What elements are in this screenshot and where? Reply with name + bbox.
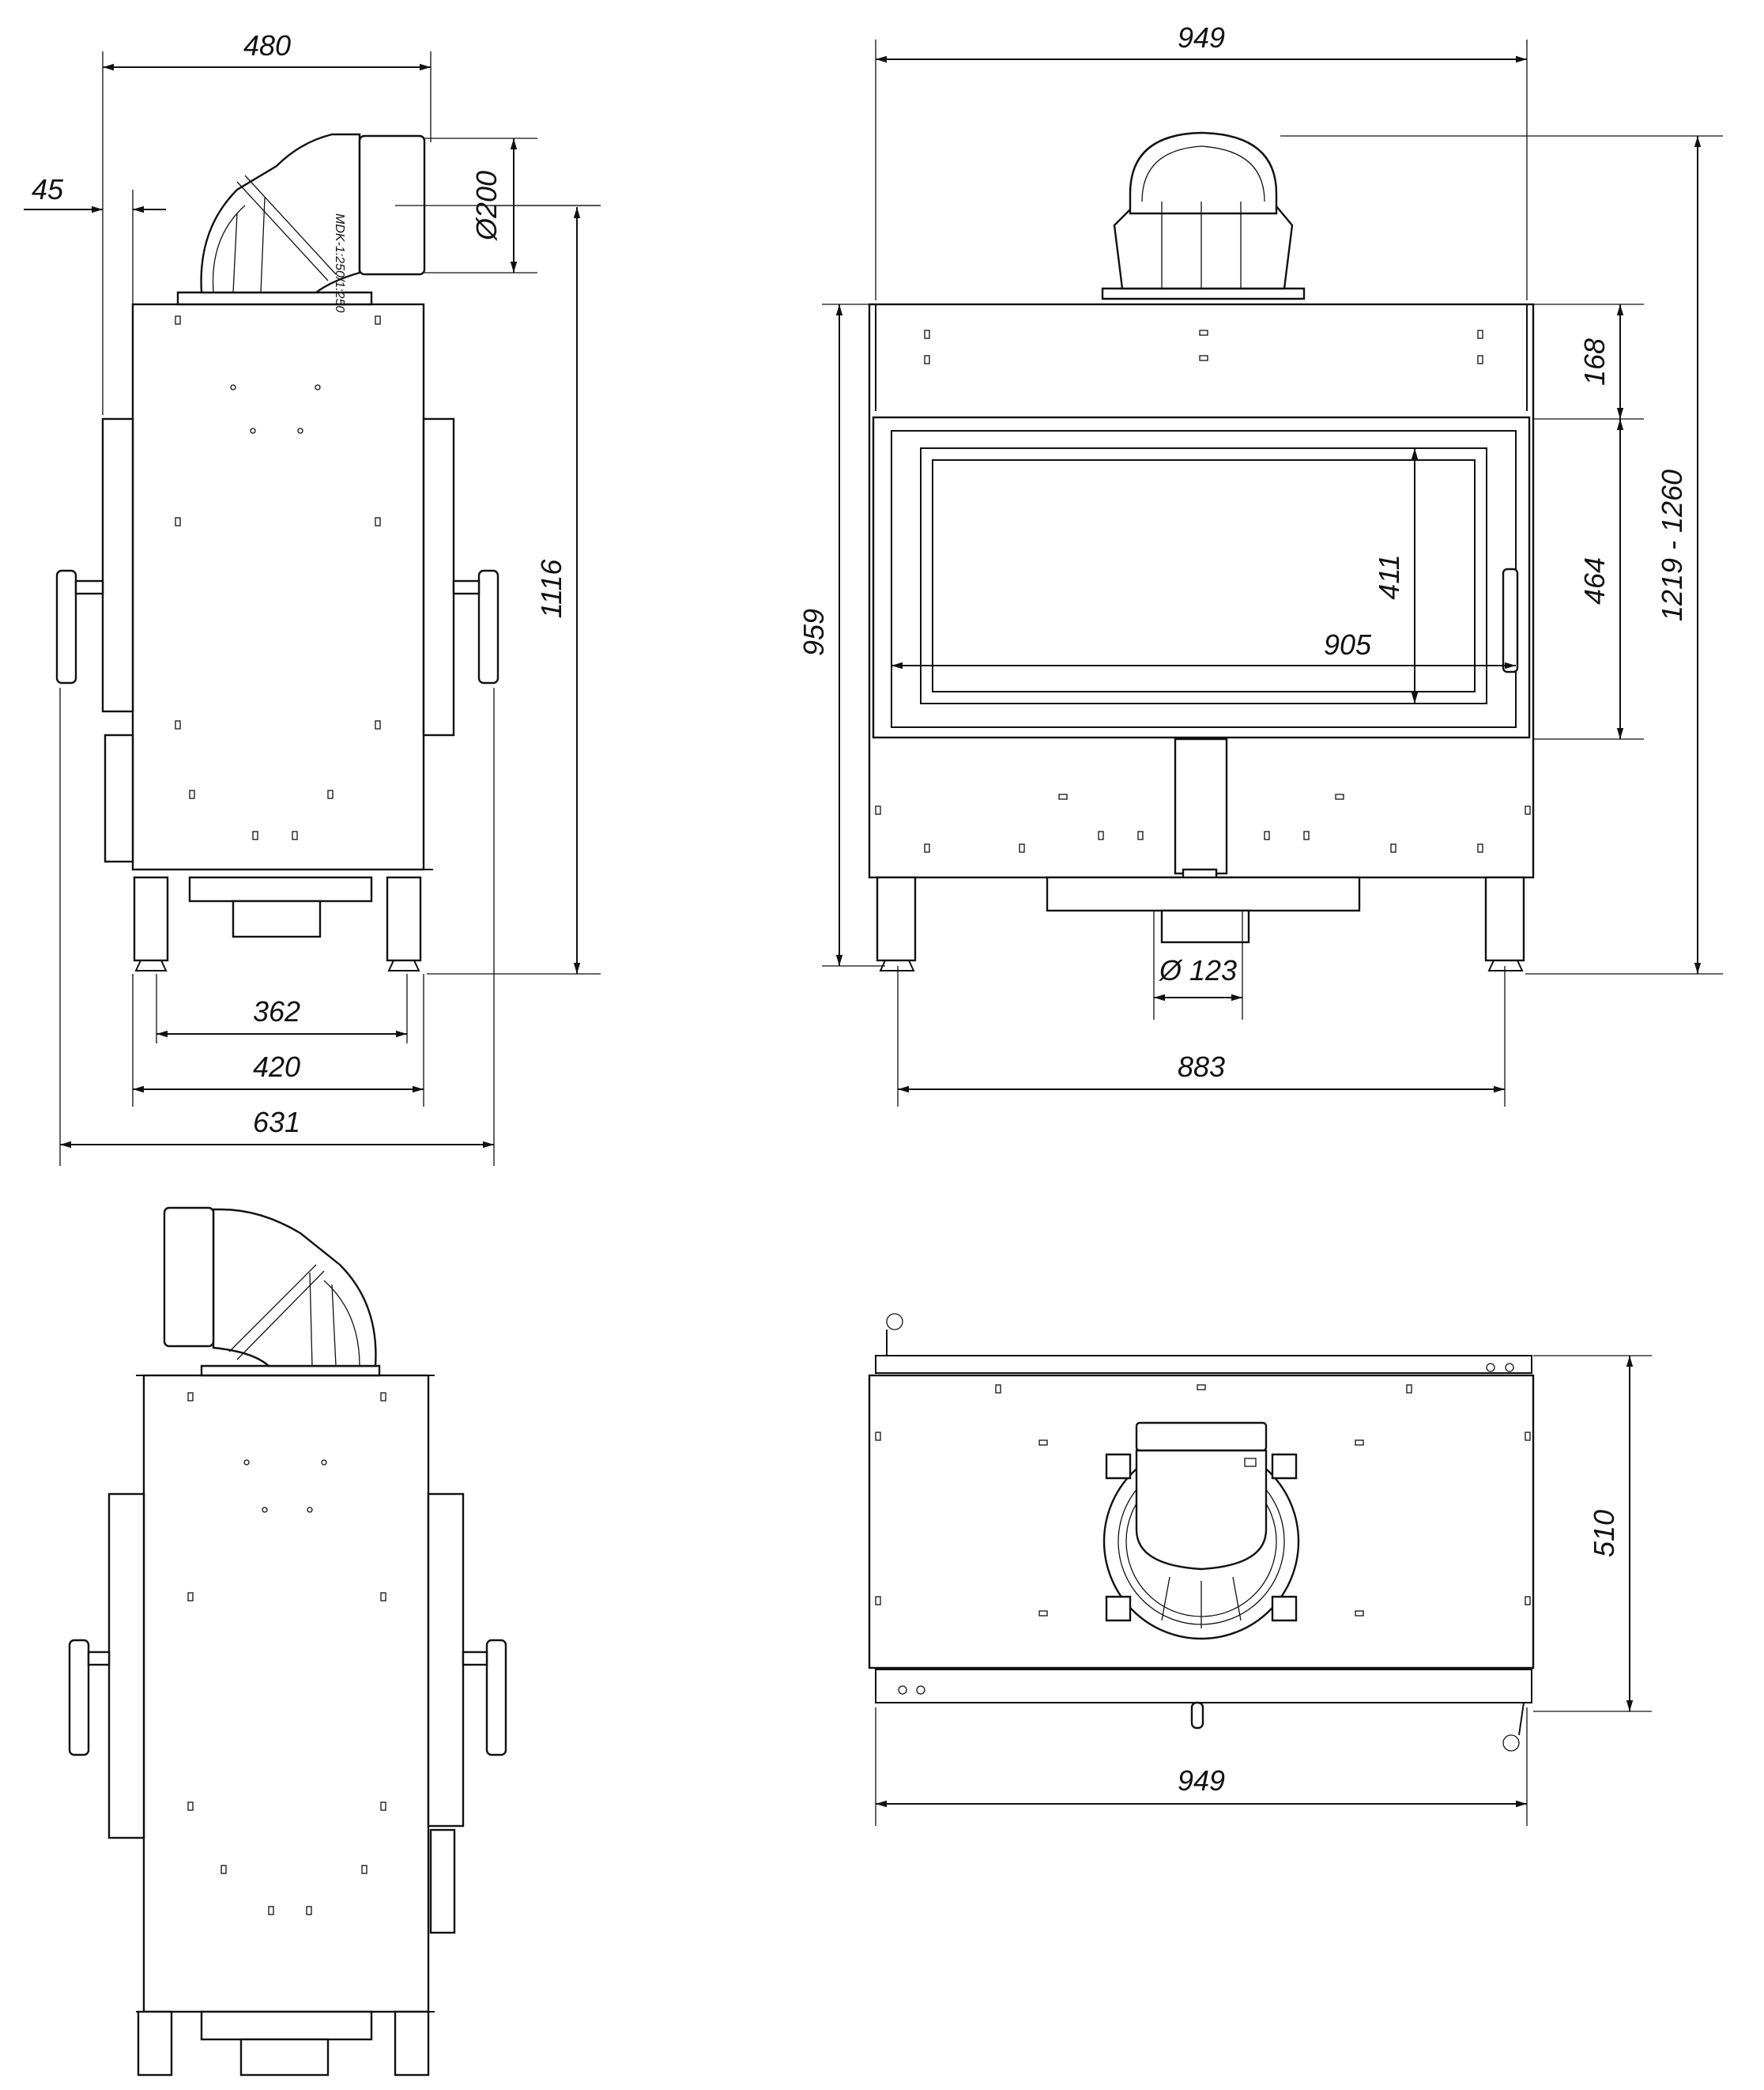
front-flue	[1101, 131, 1306, 300]
side-pipe-label: MDK-1:250/1:250	[333, 213, 346, 313]
top-flue	[1102, 1421, 1300, 1640]
side-panel-left	[101, 417, 134, 713]
side2-panel-left	[107, 1492, 145, 1839]
side2-leg-right	[394, 2010, 430, 2077]
dim-1219-1260-label: 1219 - 1260	[1656, 470, 1688, 621]
front-leg-left	[876, 876, 917, 962]
front-flue-collar	[1129, 131, 1278, 215]
dim-side-width: 480	[102, 29, 432, 415]
dim-480-label: 480	[243, 29, 291, 62]
side-leg-left	[133, 876, 169, 962]
front-door-frame	[872, 416, 1531, 739]
side-body-holes	[175, 315, 381, 840]
dim-side-depth: 631	[59, 688, 495, 1166]
dim-959-label: 959	[797, 609, 830, 656]
side2-body	[142, 1374, 430, 2013]
side-view: MDK-1:250/1:250 480	[24, 29, 601, 1166]
front-glass-inner	[932, 459, 1476, 692]
dim-631-label: 631	[253, 1106, 300, 1138]
top-body-holes	[875, 1363, 1531, 1695]
top-flue-collar	[1135, 1449, 1268, 1571]
dim-side-height: 1116	[427, 205, 601, 975]
dim-464-label: 464	[1578, 557, 1611, 605]
dim-front-glass-height: 411	[1373, 448, 1419, 704]
dim-883-label: 883	[1178, 1051, 1225, 1083]
dim-front-total-height: 1219 - 1260	[1280, 135, 1723, 975]
dim-legs-outer: 420	[132, 974, 424, 1107]
top-view: 510 949	[868, 1313, 1652, 1826]
front-body-holes	[875, 330, 1531, 853]
dim-front-glass-width: 905	[891, 628, 1516, 670]
top-front-rail	[875, 1669, 1532, 1703]
side-leg-right	[386, 876, 422, 962]
side2-body-holes	[187, 1392, 386, 1915]
side-handle-right	[477, 569, 499, 685]
side2-ash-tray	[200, 2010, 373, 2041]
top-back-rail	[875, 1355, 1532, 1374]
side2-flue	[163, 1206, 381, 1377]
dim-123-label: Ø 123	[1159, 954, 1237, 987]
dim-905-label: 905	[1324, 628, 1372, 661]
side2-handle-right	[485, 1639, 507, 1756]
dim-420-label: 420	[253, 1051, 300, 1083]
dim-411-label: 411	[1373, 554, 1405, 599]
side-air-inlet	[232, 900, 322, 938]
side-body	[131, 303, 425, 871]
side-ash-tray	[188, 876, 373, 903]
front-air-inlet	[1160, 909, 1250, 944]
dim-front-top-panel: 168	[1533, 304, 1644, 420]
side-handle-left	[55, 569, 77, 685]
front-glass-outer	[920, 447, 1487, 704]
side2-handle-left	[68, 1639, 90, 1756]
side2-panel-right	[427, 1492, 465, 1828]
dim-1116-label: 1116	[535, 559, 567, 619]
dim-949-label: 949	[1178, 21, 1225, 54]
dim-510-label: 510	[1588, 1510, 1620, 1557]
front-view: 949 168 464 1219 - 1260 959	[797, 21, 1723, 1107]
dim-front-air-inlet: Ø 123	[1153, 911, 1243, 1020]
side-flue: MDK-1:250/1:250	[176, 133, 426, 313]
dim-top-depth: 510	[1533, 1355, 1652, 1712]
front-leg-right	[1484, 876, 1525, 962]
dim-949-bottom-label: 949	[1178, 1764, 1225, 1797]
dim-362-label: 362	[253, 995, 300, 1028]
dim-top-width: 949	[875, 1707, 1528, 1826]
side-view-mirrored	[68, 1206, 507, 2077]
dim-front-width: 949	[875, 21, 1528, 300]
front-control-rod	[1174, 738, 1228, 875]
side-panel-right	[422, 417, 455, 737]
front-ash-tray	[1046, 876, 1361, 912]
dim-side-offset: 45	[24, 173, 166, 419]
top-control-rods	[886, 1313, 1525, 1752]
dim-legs-inner: 362	[156, 974, 408, 1043]
front-door-handle	[1502, 568, 1519, 673]
side2-air-inlet	[239, 2038, 330, 2077]
dim-front-leg-spacing: 883	[897, 966, 1506, 1107]
dim-front-door-height: 464	[1533, 419, 1644, 740]
dim-front-body-height: 959	[797, 304, 885, 967]
side2-leg-left	[137, 2010, 173, 2077]
dim-168-label: 168	[1578, 338, 1611, 386]
dim-45-label: 45	[32, 173, 64, 206]
side2-flue-collar	[163, 1206, 215, 1348]
